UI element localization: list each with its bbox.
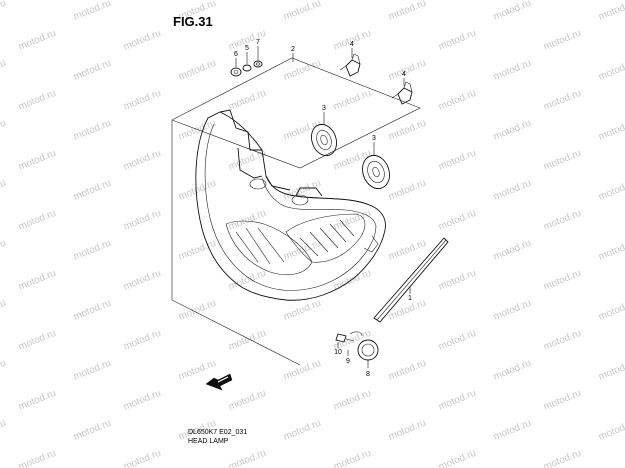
figure-code: DL650K7 E02_031: [188, 429, 248, 436]
leader-lines: [235, 46, 411, 368]
callout-7: 7: [256, 39, 260, 46]
callout-9: 9: [346, 358, 350, 365]
figure-caption: HEAD LAMP: [188, 438, 229, 445]
callout-3-lower: 3: [372, 135, 376, 142]
housing-right-tab: [363, 235, 379, 253]
assembly-frame-down: [171, 120, 301, 366]
figure-footer: DL650K7 E02_031 HEAD LAMP: [188, 428, 247, 446]
callout-1: 1: [408, 295, 412, 302]
bulb-socket-lower: [362, 154, 390, 190]
figure-title: FIG.31: [173, 14, 213, 29]
assembly-frame: [171, 57, 421, 169]
headlamp-housing: [195, 111, 386, 301]
callout-4-lower: 4: [402, 71, 406, 78]
lens-hatching: [235, 219, 355, 265]
housing-socket-left: [249, 178, 267, 190]
washer-part-7: [253, 60, 263, 68]
screw-part-9: [335, 333, 355, 343]
callout-4-upper: 4: [350, 41, 354, 48]
trim-strip: [373, 237, 449, 323]
callout-3-upper: 3: [322, 105, 326, 112]
headlamp-lens-left: [225, 220, 313, 275]
callout-8: 8: [366, 371, 370, 378]
callout-5: 5: [245, 45, 249, 52]
washer-part-5: [242, 64, 252, 72]
trim-strip-edge: [376, 239, 447, 321]
housing-mount-bracket: [219, 109, 323, 197]
front-arrow-icon: [205, 373, 233, 391]
cap-part-8: [357, 339, 379, 361]
nut-part-6: [230, 67, 242, 77]
headlamp-lens-right: [285, 213, 366, 263]
bulb-lower: [391, 81, 413, 105]
housing-socket-right: [291, 194, 309, 206]
bulb-socket-upper: [311, 123, 337, 157]
callout-labels: 1 2 3 3 4 4 5 6 7 8 9 10: [234, 39, 412, 378]
callout-2: 2: [291, 46, 295, 53]
bulb-upper: [339, 53, 361, 77]
callout-6: 6: [234, 51, 238, 58]
clip-part-10: [349, 331, 363, 337]
headlamp-housing-rim: [204, 123, 377, 291]
callout-10: 10: [334, 349, 342, 356]
